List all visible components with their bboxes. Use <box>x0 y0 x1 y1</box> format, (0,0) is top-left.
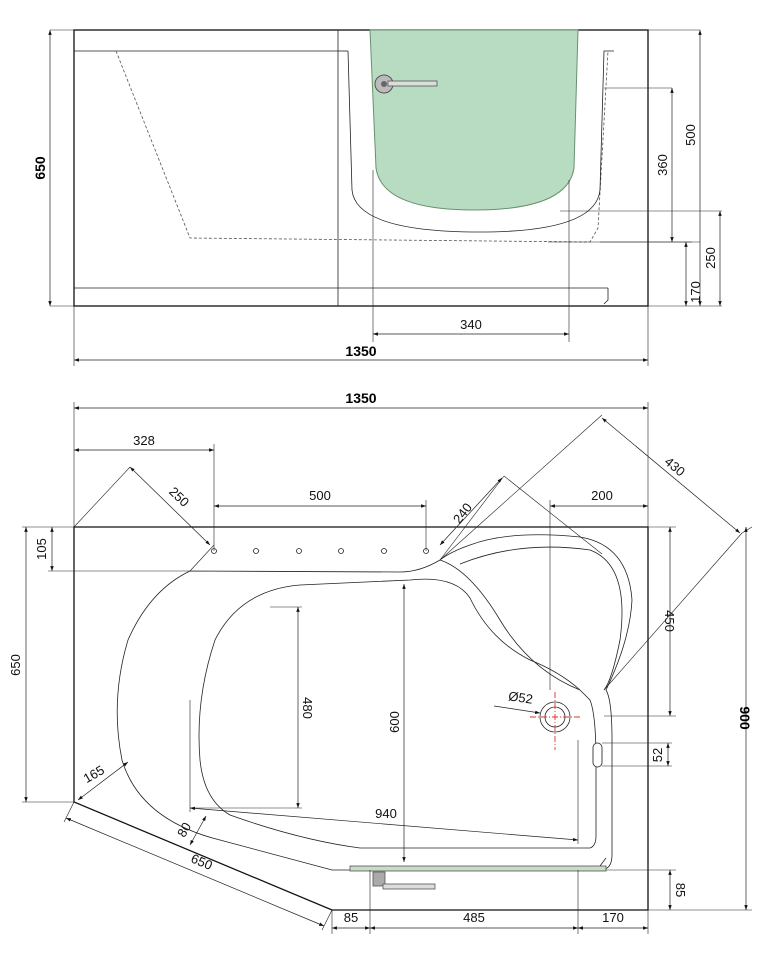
tub-top-outline <box>73 526 649 911</box>
drain-diameter-label: Ø52 <box>507 688 533 706</box>
top-dim-80-label: 80 <box>174 820 194 840</box>
top-dim-240-label: 240 <box>450 500 475 526</box>
side-dim-340-label: 340 <box>460 317 482 332</box>
top-height-label: 900 <box>737 706 753 730</box>
side-view: 650 500 360 250 170 340 1350 <box>32 29 722 366</box>
top-dim-165-label: 165 <box>81 762 107 786</box>
top-dim-85-right-label: 85 <box>673 883 688 897</box>
side-dim-170-label: 170 <box>688 281 703 303</box>
top-view: Ø52 52 1350 328 250 500 <box>8 390 753 934</box>
top-dim-485-label: 485 <box>463 910 485 925</box>
side-dim-500-label: 500 <box>683 124 698 146</box>
top-dim-600-label: 600 <box>387 711 402 733</box>
door-strip <box>349 865 607 872</box>
top-width-label: 1350 <box>345 390 376 406</box>
top-dim-650-left-label: 650 <box>8 654 23 676</box>
side-dim-360-label: 360 <box>655 154 670 176</box>
tub-basin <box>198 578 597 849</box>
top-dim-328-label: 328 <box>133 433 155 448</box>
top-dim-200-label: 200 <box>591 488 613 503</box>
door-handle-icon <box>374 74 438 94</box>
door-handle-icon <box>372 871 436 890</box>
overflow-icon <box>592 742 603 768</box>
side-height-label: 650 <box>32 156 48 180</box>
top-dim-105-label: 105 <box>34 538 49 560</box>
seat-area <box>369 29 579 211</box>
top-dim-500-label: 500 <box>309 488 331 503</box>
jet-nozzle-icon <box>211 548 429 554</box>
top-dim-450-label: 450 <box>662 610 677 632</box>
top-dim-480-label: 480 <box>300 697 315 719</box>
side-dim-250-label: 250 <box>703 247 718 269</box>
top-dim-430-label: 430 <box>662 454 688 479</box>
top-dim-940-label: 940 <box>375 806 397 821</box>
tub-side-outline <box>73 29 649 307</box>
side-width-label: 1350 <box>345 343 376 359</box>
top-dim-650-diag-label: 650 <box>189 851 215 873</box>
tub-rim <box>116 534 633 871</box>
overflow-dim-label: 52 <box>650 748 665 762</box>
top-dim-170-label: 170 <box>602 910 624 925</box>
drain-icon <box>530 692 582 750</box>
tub-seat <box>459 546 623 691</box>
top-dim-85-bottom-label: 85 <box>344 910 358 925</box>
